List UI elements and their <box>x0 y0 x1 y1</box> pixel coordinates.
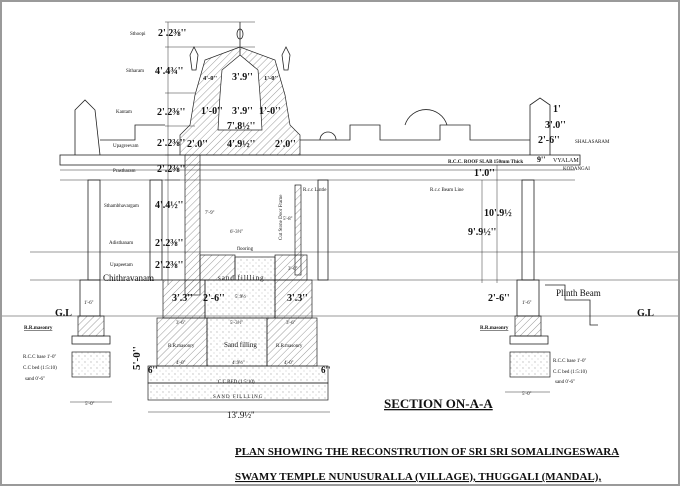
dimension-label: 3'.9'' <box>232 106 253 117</box>
dimension-label: 2'-6'' <box>203 293 225 304</box>
dimension-label: KODANGAI <box>563 167 590 172</box>
dimension-label: sand 0'-6'' <box>25 377 45 382</box>
drawing-title-line-2: SWAMY TEMPLE NUNUSURALLA (VILLAGE), THUG… <box>235 471 601 483</box>
level-label: Sthoopi <box>130 32 146 37</box>
dimension-label: R.R.masonry <box>24 326 53 331</box>
dimension-label: R.C.C. ROOF SLAB 150mm Thick <box>448 160 523 165</box>
dimension-label: sand 0'-6'' <box>555 380 575 385</box>
dimension-label: 3'.3'' <box>287 293 308 304</box>
dimension-label: 3'-0'' <box>288 267 297 272</box>
level-ticks <box>30 21 678 281</box>
dimension-label: 3'.3'' <box>172 293 193 304</box>
dimension-label: 1'.0'' <box>474 168 495 179</box>
level-label: Prastharam <box>113 169 136 174</box>
left-footing <box>70 279 112 403</box>
dimension-label: 5'.9½ <box>235 295 246 300</box>
dimension-label: 13'.9½'' <box>227 410 255 420</box>
level-label: Adisthanam <box>109 241 133 246</box>
dimension-label: R.R.masonry <box>168 344 195 349</box>
dimension-label: flooring <box>237 247 254 252</box>
dimension-label: 4'.9½'' <box>227 139 256 150</box>
dimension-label: sand fillling <box>218 274 265 282</box>
dimension-label: Plinth Beam <box>556 288 601 298</box>
dimension-label: SAND FILLLING <box>213 395 263 400</box>
dimension-label: 1'-6'' <box>522 301 531 306</box>
level-label: Kantam <box>116 110 132 115</box>
dimension-label: R.R.masonry <box>276 344 303 349</box>
vimana-tower <box>179 22 302 296</box>
dimension-label: 9'.9½'' <box>468 227 497 238</box>
dimension-label: C.C bed (1:5:10) <box>23 366 57 371</box>
dimension-label: 1' <box>553 104 561 115</box>
dimension-label: 1'-0'' <box>259 106 281 117</box>
dimension-label: 2'-6'' <box>538 135 560 146</box>
dimension-label: 1'-0'' <box>264 75 278 82</box>
dimension-label: 3'.0'' <box>545 120 566 131</box>
level-label: Sthambhavargam <box>104 204 139 209</box>
level-dim: 2'.2⅜'' <box>157 107 186 118</box>
right-footing <box>505 279 598 393</box>
level-dim: 4'.4¾'' <box>155 66 184 77</box>
pillars <box>87 179 535 281</box>
dimension-label: Sand filling <box>224 341 257 349</box>
dimension-label: 1'-6'' <box>84 301 93 306</box>
level-dim: 2'.2⅜'' <box>157 164 186 175</box>
dimension-label: G.L <box>55 308 72 319</box>
dimension-label: 4'-0'' <box>203 75 217 82</box>
dimension-label: 2'.0'' <box>275 139 296 150</box>
drawing-title-line-1: PLAN SHOWING THE RECONSTRUTION OF SRI SR… <box>235 446 619 458</box>
dimension-label: 5'-0'' <box>522 392 531 397</box>
dimension-label: 3'-6'' <box>176 321 185 326</box>
dimension-label: R.C.C base 1'-0'' <box>553 359 586 364</box>
dimension-label: 10'.9½ <box>484 208 512 219</box>
dimension-label: 3'.9'' <box>232 72 253 83</box>
dimension-label: 2'.0'' <box>187 139 208 150</box>
dimension-label: 2'-6'' <box>488 293 510 304</box>
level-label: Upapeetam <box>110 263 133 268</box>
dimension-label: R.c.c Lintle <box>303 188 327 193</box>
dimension-label: 7'.8½'' <box>227 121 256 132</box>
dimension-label: 4'-0'' <box>176 361 185 366</box>
dimension-label: 4'-0'' <box>284 361 293 366</box>
dimension-label: G.L <box>637 308 654 319</box>
dimension-label: 7'-9'' <box>205 211 214 216</box>
dimension-label: 3'-6'' <box>286 321 295 326</box>
level-label: Upagreevam <box>113 144 139 149</box>
level-dim: 2'.2⅜'' <box>155 238 184 249</box>
dimension-label: 5'-3½'' <box>230 321 243 326</box>
dimension-label: Cut Stone Door Frame <box>279 194 284 240</box>
footing-annotations: G.L R.R.masonry R.C.C base 1'-0'' C.C be… <box>23 301 654 407</box>
dimension-label: 6'' <box>321 365 331 375</box>
dimension-label: 5'-0'' <box>85 402 94 407</box>
dimension-label: 9'' <box>537 155 545 164</box>
foundation-annotations: 7'-9'' 6'-3½'' flooring Cut Stone Door F… <box>131 194 331 420</box>
section-title: SECTION ON-A-A <box>384 396 493 411</box>
dimension-label: R.R.masonry <box>480 326 509 331</box>
level-dim: 4'.4½'' <box>155 200 184 211</box>
level-label: Chithravanam <box>103 273 154 283</box>
dimension-label: R.c.c Beam Line <box>430 188 464 193</box>
dimension-label: 6'' <box>148 365 158 375</box>
dimension-label: 4'.9½'' <box>232 361 245 366</box>
level-dim: 2'.2⅜'' <box>158 28 187 39</box>
dimension-label: VYALAM <box>553 158 579 164</box>
foundation <box>147 254 330 413</box>
dimension-label: 6'-3½'' <box>230 230 243 235</box>
dimension-label: C.C.BED (1:5:10) <box>218 380 255 385</box>
level-label: Sitharam <box>126 69 144 74</box>
dimension-label: SHALASARAM <box>575 140 610 145</box>
dimension-label: 5'-0'' <box>131 346 143 370</box>
dimension-label: R.C.C base 1'-0'' <box>23 355 56 360</box>
level-dim: 2'.2⅜'' <box>157 138 186 149</box>
level-dim: 2'.2⅜'' <box>155 260 184 271</box>
roof-slab <box>59 97 581 181</box>
dimension-label: 1'-0'' <box>201 106 223 117</box>
level-labels: Sthoopi 2'.2⅜'' Sitharam 4'.4¾'' Kantam … <box>103 28 187 283</box>
roof-annotations: R.C.C. ROOF SLAB 150mm Thick 1'.0'' R.c.… <box>303 104 610 304</box>
dimension-label: 5'-8'' <box>283 217 292 222</box>
dimension-label: C.C bed (1:5:10) <box>553 370 587 375</box>
tower-dimensions: 4'-0'' 3'.9'' 1'-0'' 1'-0'' 3'.9'' 1'-0'… <box>187 72 296 150</box>
